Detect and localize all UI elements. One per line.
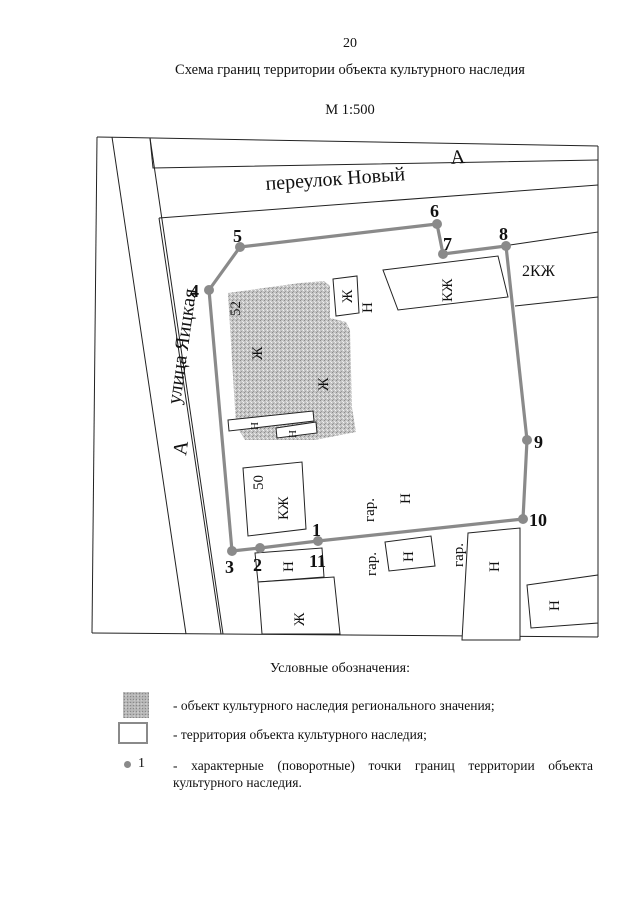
label-kzh-50: КЖ [276, 496, 292, 520]
street-label: улица Яицкая [163, 287, 201, 406]
point-label-1: 1 [312, 520, 321, 540]
street-category: А [169, 439, 193, 457]
territory-outline-swatch-icon [118, 722, 148, 744]
label-zh-heritage-2: Ж [316, 377, 332, 391]
building-zh-bottom [257, 576, 341, 635]
building-n-strip-1 [227, 410, 315, 432]
house-number-52: 52 [228, 301, 244, 316]
point-label-9: 9 [534, 432, 543, 452]
legend-item-heritage-object: - объект культурного наследия региональн… [173, 698, 495, 713]
building-n-big [461, 527, 521, 641]
building-n-gar [384, 535, 436, 572]
point-5-marker [235, 242, 245, 252]
heritage-object-swatch-icon [123, 692, 149, 718]
label-zh-small: Ж [340, 289, 356, 303]
page-number: 20 [343, 36, 357, 51]
label-gar-1: гар. [362, 498, 378, 522]
point-2-marker [255, 543, 265, 553]
point-label-8: 8 [499, 224, 508, 244]
label-zh-bottom: Ж [292, 612, 308, 626]
boundary-point-swatch-icon [124, 761, 131, 768]
boundary-point-swatch-label: 1 [138, 756, 145, 771]
lot-line-2kzh-bottom [514, 296, 599, 307]
point-6-marker [432, 219, 442, 229]
point-label-3: 3 [225, 557, 234, 577]
building-kzh-50 [242, 461, 307, 537]
point-label-4: 4 [190, 281, 199, 301]
heritage-object-area [228, 281, 356, 440]
legend-item-territory: - территория объекта культурного наследи… [173, 727, 427, 742]
building-n-right [526, 574, 599, 629]
label-n-small: Н [360, 302, 376, 313]
street-lines [111, 136, 599, 635]
building-n-bottom [254, 547, 325, 583]
point-4-marker [204, 285, 214, 295]
label-n-big: Н [487, 561, 503, 572]
label-n-strip-1: Н [249, 422, 261, 430]
label-2kzh: 2КЖ [522, 263, 556, 280]
label-n-right: Н [547, 600, 563, 611]
label-gar-3: гар. [451, 543, 467, 567]
point-9-marker [522, 435, 532, 445]
lane-category: А [450, 146, 466, 169]
lot-line-2kzh [509, 231, 599, 246]
building-kzh-top [382, 255, 509, 311]
point-label-7: 7 [443, 234, 452, 254]
point-label-2: 2 [253, 555, 262, 575]
point-label-5: 5 [233, 226, 242, 246]
label-kzh-top: КЖ [440, 278, 456, 302]
label-n-strip-2: Н [287, 430, 299, 438]
point-label-11: 11 [309, 551, 326, 571]
map-scale: М 1:500 [325, 102, 375, 118]
label-n-gar: Н [401, 551, 417, 562]
label-gar-2: гар. [364, 552, 380, 576]
boundary-points [204, 219, 532, 556]
label-zh-heritage-1: Ж [250, 346, 266, 360]
buildings [227, 231, 599, 641]
point-label-6: 6 [430, 201, 439, 221]
point-10-marker [518, 514, 528, 524]
point-3-marker [227, 546, 237, 556]
label-n-point2: Н [281, 561, 297, 572]
building-n-strip-2 [275, 421, 318, 439]
legend-item-boundary-points: - характерные (поворотные) точки границ … [173, 758, 593, 790]
house-number-50: 50 [251, 475, 267, 490]
page-title: Схема границ территории объекта культурн… [175, 62, 525, 78]
point-label-10: 10 [529, 510, 547, 530]
point-7-marker [438, 249, 448, 259]
point-1-marker [313, 536, 323, 546]
lane-label: переулок Новый [265, 163, 406, 195]
point-8-marker [501, 241, 511, 251]
label-n-yard: Н [398, 493, 414, 504]
legend-title: Условные обозначения: [269, 661, 411, 676]
building-zh-small [332, 275, 360, 317]
